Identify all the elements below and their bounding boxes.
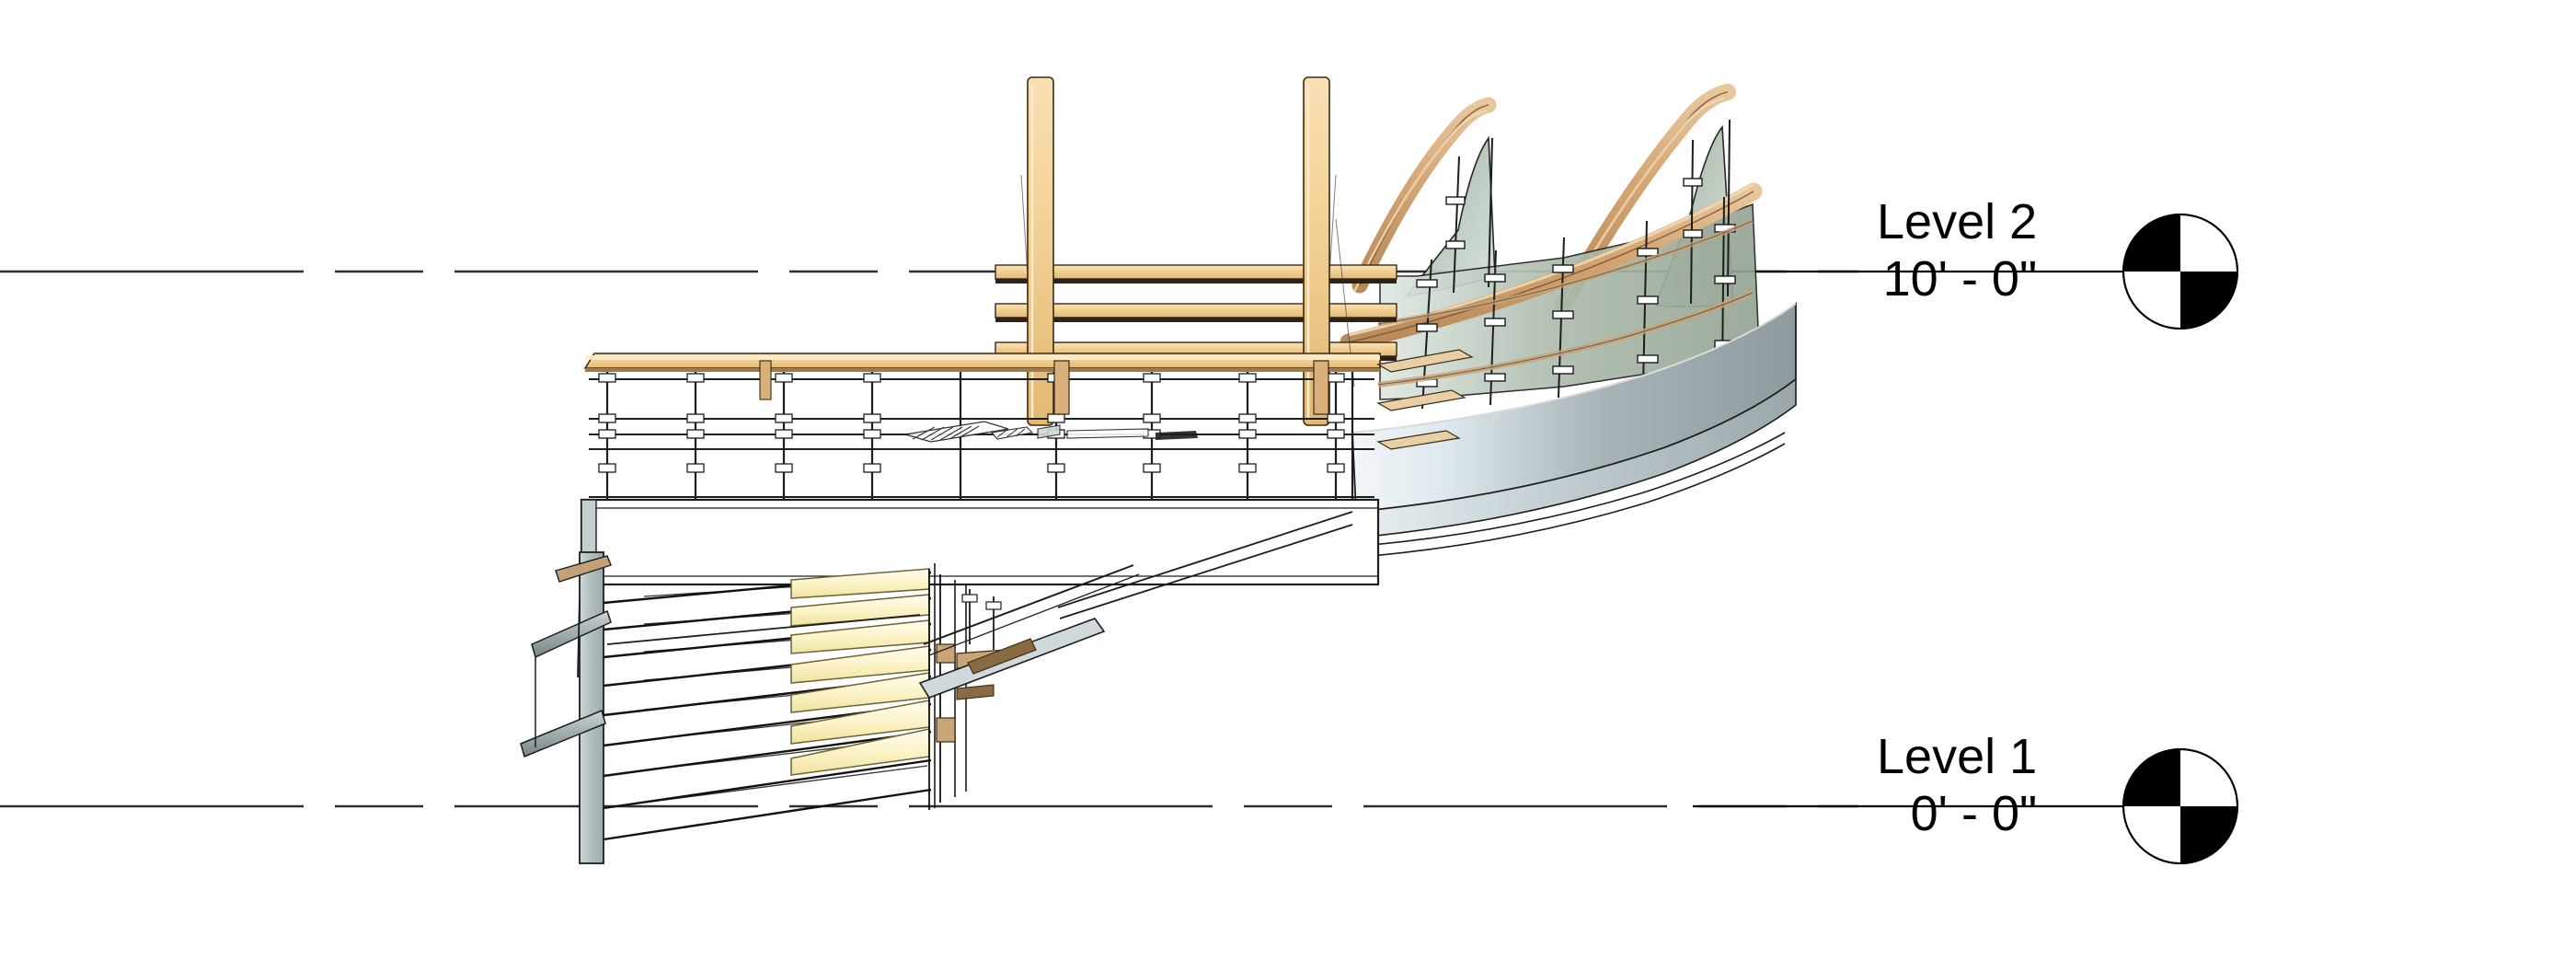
upper-right-treads <box>1376 349 1474 450</box>
landing-railing-rails <box>589 378 1374 498</box>
curved-sub-rails <box>1377 218 1754 387</box>
level-head-level-1[interactable] <box>2122 748 2238 864</box>
level-1-label-block[interactable]: Level 1 0' - 0" <box>1877 728 2037 842</box>
landing-wood-blocks <box>759 360 1329 415</box>
upper-wood-rails <box>995 264 1397 361</box>
column-brackets <box>520 555 612 758</box>
level-2-name: Level 2 <box>1877 194 2038 249</box>
central-column <box>579 551 604 864</box>
winder-railing-brackets <box>961 594 1002 610</box>
upper-rail-assembly <box>995 76 1397 426</box>
level-2-elevation: 10' - 0" <box>1882 251 2038 307</box>
winder-treads <box>603 568 941 841</box>
landing-railing-brackets <box>598 373 1345 473</box>
lower-diagonals <box>606 511 1353 645</box>
level-1-elevation: 0' - 0" <box>1910 786 2038 841</box>
newel-post-left <box>1027 76 1054 426</box>
landing-handrail <box>583 353 1381 372</box>
level-head-level-2[interactable] <box>2122 214 2238 330</box>
curved-lower-guides <box>1350 432 1786 559</box>
level-1-name: Level 1 <box>1877 729 2038 784</box>
level-2-label-block[interactable]: Level 2 10' - 0" <box>1877 193 2037 307</box>
lower-stringer <box>918 564 1140 699</box>
landing-slab <box>580 498 1380 586</box>
curved-stringer-fascia <box>1351 302 1797 538</box>
stair-behind-railing <box>904 421 1198 443</box>
